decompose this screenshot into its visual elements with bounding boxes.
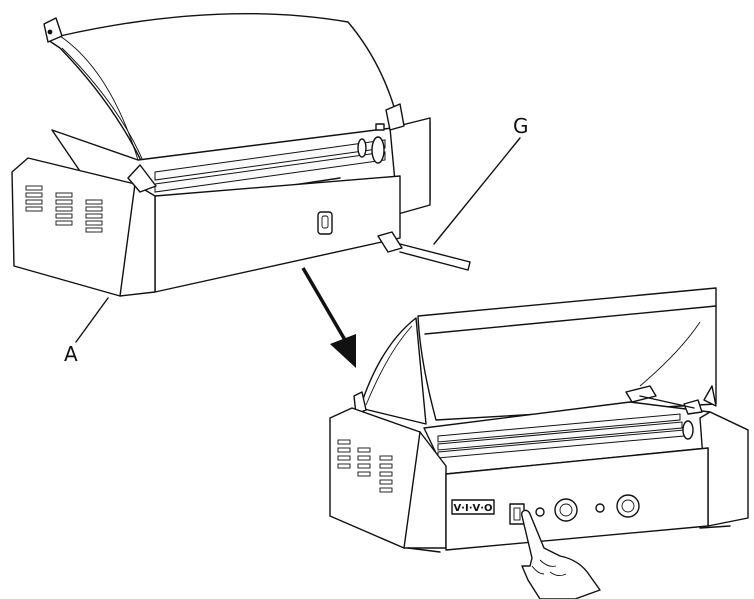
label-g: G [513,114,529,138]
step-arrow [301,267,356,368]
power-cord [377,231,471,271]
rear-socket [317,211,333,235]
lid-clip-right [703,385,717,407]
label-a: A [64,342,78,366]
roller-rod [154,139,386,181]
roller-rod [154,151,386,193]
grill-lid-front [417,287,717,421]
grill-front-view: V·I·V·O [329,287,749,553]
lid-clip-left [353,391,367,415]
leader-line-a [75,297,109,343]
roller-rods [437,413,694,459]
indicator-light [595,503,605,513]
brand-plate [451,499,495,515]
temperature-knob-right[interactable] [616,494,640,518]
grill-base-front [154,175,401,293]
lid-clip-left [43,17,63,43]
pointing-hand-icon [520,509,601,599]
temperature-knob-left[interactable] [554,498,578,522]
grill-side-panel-left [11,157,156,297]
leader-line-g [433,137,521,245]
brand-text: V·I·V·O [453,503,492,514]
lid-hinge [127,164,157,193]
indicator-light [535,507,545,517]
vent-slots-left [25,185,103,233]
grill-rear-view [11,12,521,343]
vent-slots-left [337,439,393,493]
